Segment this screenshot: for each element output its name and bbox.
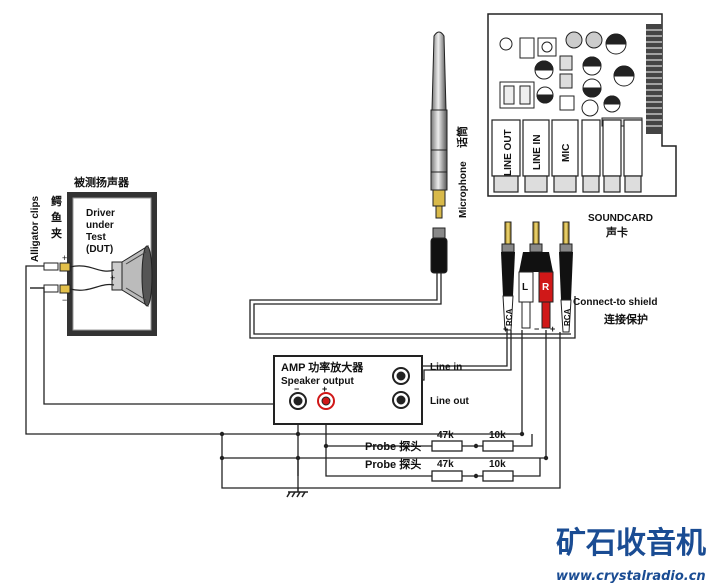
rca-R: R [542, 282, 550, 293]
microphone-icon [430, 31, 448, 274]
alligator-cn3: 夹 [51, 226, 62, 240]
probe1-r1: 47k [437, 430, 454, 441]
line-in-jack [392, 367, 410, 385]
amp-box [273, 355, 423, 425]
ground-icon [286, 488, 308, 498]
amp-plus: + [322, 384, 327, 394]
shield-label: Connect-to shield [573, 297, 657, 308]
microphone-label: Microphone [458, 161, 469, 218]
dut-line4: (DUT) [86, 244, 113, 255]
probe1-r2: 10k [489, 430, 506, 441]
jack-panel [491, 119, 643, 193]
alligator-label: Alligator clips [30, 195, 41, 262]
line-out-jack [392, 391, 410, 409]
rca-right-label: RCA [563, 308, 572, 326]
speaker-output-plus-jack [317, 392, 335, 410]
resistors [431, 440, 514, 482]
dut-title: 被测扬声器 [74, 175, 130, 189]
svg-text:+: + [62, 253, 67, 263]
rca-plus-right: + [550, 324, 555, 334]
resistor-10k-1 [482, 440, 514, 452]
dut-line3: Test [86, 232, 106, 243]
speaker-output-minus-jack [289, 392, 307, 410]
rca-plus-left: + [503, 324, 508, 334]
probe1-label: Probe 探头 [365, 439, 421, 453]
amp-title: AMP 功率放大器 [281, 360, 364, 374]
rca-L: L [522, 282, 528, 293]
jack-mic: MIC [561, 144, 572, 162]
speaker-icon [111, 245, 153, 307]
rca-plugs-icon [502, 271, 572, 333]
soundcard [487, 13, 677, 197]
watermark-cn: 矿石收音机 [556, 526, 706, 561]
wires [25, 265, 576, 489]
watermark-url: www.crystalradio.cn [556, 569, 706, 584]
dut-terminals: + − + [59, 253, 115, 305]
resistor-47k-2 [431, 470, 463, 482]
microphone-cn: 话筒 [455, 126, 469, 148]
svg-text:+: + [110, 273, 115, 283]
junction-dots [219, 431, 549, 479]
dut-line2: under [86, 220, 114, 231]
jack-line-out: LINE OUT [503, 129, 514, 176]
probe2-label: Probe 探头 [365, 457, 421, 471]
stereo-plug-icon [501, 221, 573, 300]
resistor-47k-1 [431, 440, 463, 452]
alligator-cn1: 鳄 [51, 194, 62, 208]
jack-line-in: LINE IN [532, 134, 543, 170]
rca-minus: − [534, 324, 539, 334]
amp-line-in: Line in [430, 362, 462, 373]
soundcard-cn: 声卡 [605, 225, 628, 239]
soundcard-label: SOUNDCARD [588, 213, 653, 224]
alligator-cn2: 鱼 [51, 210, 62, 224]
amp-minus: − [294, 384, 299, 394]
probe2-r2: 10k [489, 459, 506, 470]
dut-box [67, 192, 157, 336]
probe2-r1: 47k [437, 459, 454, 470]
pci-connector-icon [646, 24, 662, 134]
amp-line-out: Line out [430, 396, 470, 407]
shield-cn: 连接保护 [604, 312, 648, 326]
svg-text:−: − [62, 295, 67, 305]
rca-left-label: RCA [505, 308, 514, 326]
dut-line1: Driver [86, 208, 115, 219]
resistor-10k-2 [482, 470, 514, 482]
amp-subtitle: Speaker output [281, 376, 354, 387]
components-icon [499, 31, 643, 127]
